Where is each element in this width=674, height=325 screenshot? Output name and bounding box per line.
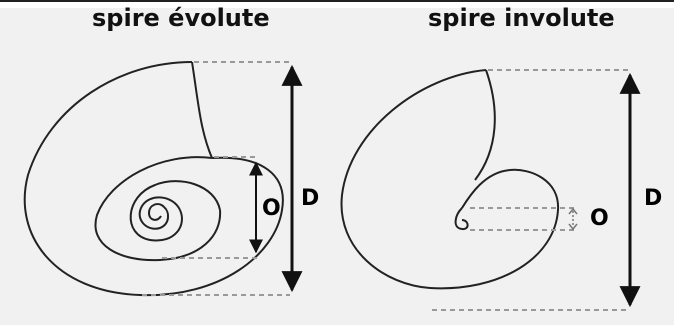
involute-diameter-label: D — [644, 186, 663, 211]
evolute-coil-5 — [147, 203, 165, 221]
evolute-title: spire évolute — [92, 4, 270, 32]
evolute-umbilicus-label: O — [262, 196, 281, 221]
top-rule — [0, 0, 674, 2]
involute-inner-whorl — [461, 169, 511, 209]
involute-outer-whorl — [340, 69, 560, 290]
evolute-aperture-edge — [191, 61, 213, 159]
involute-guides — [432, 69, 630, 311]
evolute-coil-4 — [138, 196, 181, 230]
involute-aperture-edge — [474, 69, 496, 181]
evolute-diameter-label: D — [301, 186, 320, 211]
involute-shell — [340, 69, 560, 290]
evolute-guides — [142, 61, 290, 296]
evolute-shell — [23, 61, 284, 297]
evolute-inner-whorl — [94, 156, 222, 262]
involute-umbilicus-label: O — [590, 206, 609, 231]
involute-title: spire involute — [428, 4, 615, 32]
involute-apex-coil — [454, 207, 469, 231]
involute-panel-background — [338, 8, 674, 325]
evolute-coil-3 — [129, 180, 221, 242]
involute-umbilicus-arrow — [568, 207, 578, 231]
